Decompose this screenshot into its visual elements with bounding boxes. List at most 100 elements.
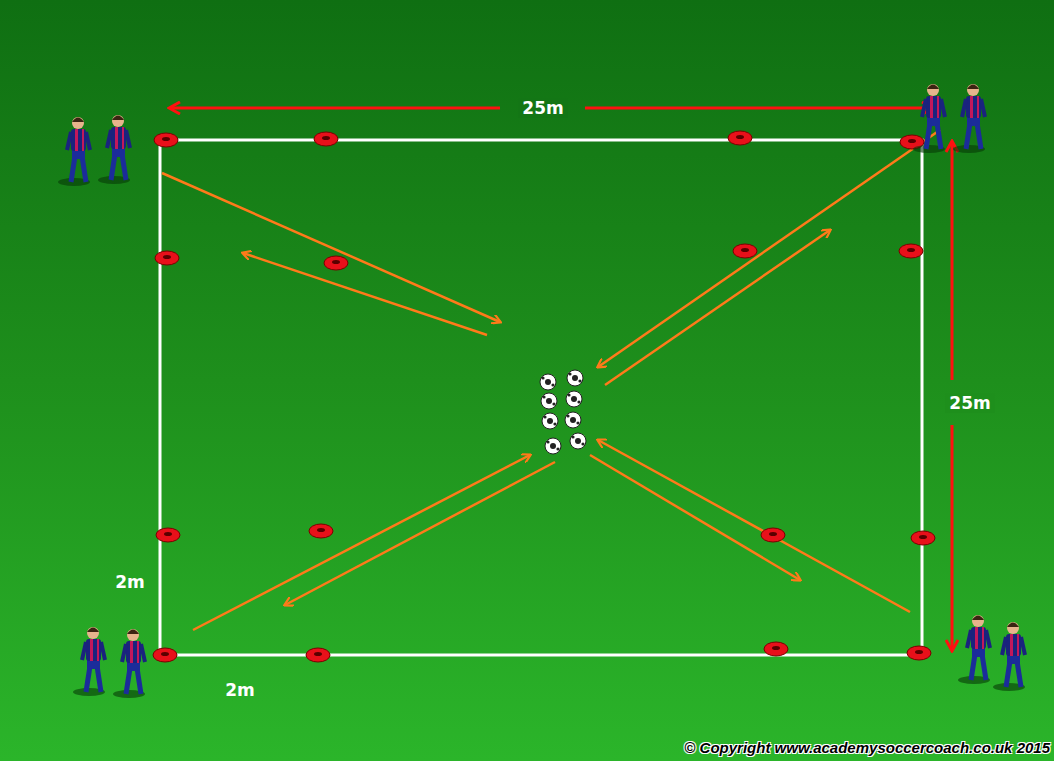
dimension-label: 2m	[225, 680, 255, 700]
cone-top	[915, 650, 923, 654]
cone-top	[164, 532, 172, 536]
leg	[111, 154, 115, 180]
hair	[972, 616, 984, 621]
arm	[86, 132, 90, 150]
cone	[764, 642, 788, 656]
shorts	[87, 660, 100, 669]
arm	[107, 130, 111, 148]
dimension-label: 25m	[518, 98, 567, 118]
balls	[540, 370, 586, 454]
stripe	[975, 627, 978, 649]
stripe	[115, 127, 118, 149]
stripe	[137, 641, 139, 663]
cone	[154, 133, 178, 147]
cone	[907, 646, 931, 660]
shirt	[71, 129, 86, 151]
ball-patch	[547, 418, 553, 424]
cone-top	[317, 528, 325, 532]
stripe	[97, 639, 99, 661]
shorts	[127, 662, 140, 671]
ball-patch	[568, 372, 571, 375]
leg	[82, 156, 86, 182]
head	[972, 615, 984, 627]
shorts	[972, 648, 985, 657]
pitch-area	[160, 140, 922, 655]
player	[98, 115, 130, 184]
cone	[314, 132, 338, 146]
leg	[982, 654, 986, 680]
shirt	[971, 627, 986, 649]
leg	[97, 666, 101, 692]
arm	[82, 642, 86, 660]
shirt	[126, 641, 141, 663]
ball-patch	[576, 421, 579, 424]
ball-patch	[577, 400, 580, 403]
cone-top	[161, 652, 169, 656]
stripe	[122, 127, 124, 149]
cone	[153, 648, 177, 662]
cone-top	[736, 135, 744, 139]
head	[967, 84, 979, 96]
cone	[156, 528, 180, 542]
leg	[966, 123, 970, 149]
cone	[733, 244, 757, 258]
leg	[971, 654, 975, 680]
stripe	[937, 96, 939, 118]
player	[993, 622, 1025, 691]
shorts	[72, 150, 85, 159]
cone	[728, 131, 752, 145]
shirt	[86, 639, 101, 661]
dimension-label: 25m	[945, 393, 994, 413]
ball-patch	[543, 415, 546, 418]
head	[927, 84, 939, 96]
shirt	[111, 127, 126, 149]
stripe	[1010, 634, 1013, 656]
ball	[545, 438, 561, 454]
head	[112, 115, 124, 127]
ball-patch	[551, 383, 554, 386]
hair	[72, 118, 84, 123]
cone	[306, 648, 330, 662]
arm	[122, 644, 126, 662]
arm	[922, 99, 926, 117]
arm	[981, 99, 985, 117]
cone-top	[919, 535, 927, 539]
cone-top	[332, 260, 340, 264]
ball	[541, 393, 557, 409]
player	[913, 84, 945, 153]
arm	[962, 99, 966, 117]
ball	[542, 413, 558, 429]
cone-top	[908, 139, 916, 143]
player	[953, 84, 985, 153]
arm	[1002, 637, 1006, 655]
ball-patch	[570, 417, 576, 423]
ball-patch	[572, 375, 578, 381]
ball-patch	[575, 438, 581, 444]
cone-top	[907, 248, 915, 252]
player	[73, 627, 105, 696]
ball	[570, 433, 586, 449]
ball-patch	[581, 442, 584, 445]
arm	[126, 130, 130, 148]
arm	[141, 644, 145, 662]
ball-patch	[556, 447, 559, 450]
ball-patch	[553, 422, 556, 425]
dimension-arrows	[170, 108, 952, 650]
cone	[899, 244, 923, 258]
cone	[761, 528, 785, 542]
leg	[1017, 661, 1021, 687]
ball	[565, 412, 581, 428]
cone	[911, 531, 935, 545]
ball-patch	[578, 379, 581, 382]
head	[127, 629, 139, 641]
arm	[941, 99, 945, 117]
cone-top	[741, 248, 749, 252]
shorts	[1007, 655, 1020, 664]
hair	[112, 116, 124, 121]
leg	[126, 668, 130, 694]
ball-patch	[571, 396, 577, 402]
stripe	[982, 627, 984, 649]
arm	[67, 132, 71, 150]
cone-top	[772, 646, 780, 650]
leg	[122, 154, 126, 180]
